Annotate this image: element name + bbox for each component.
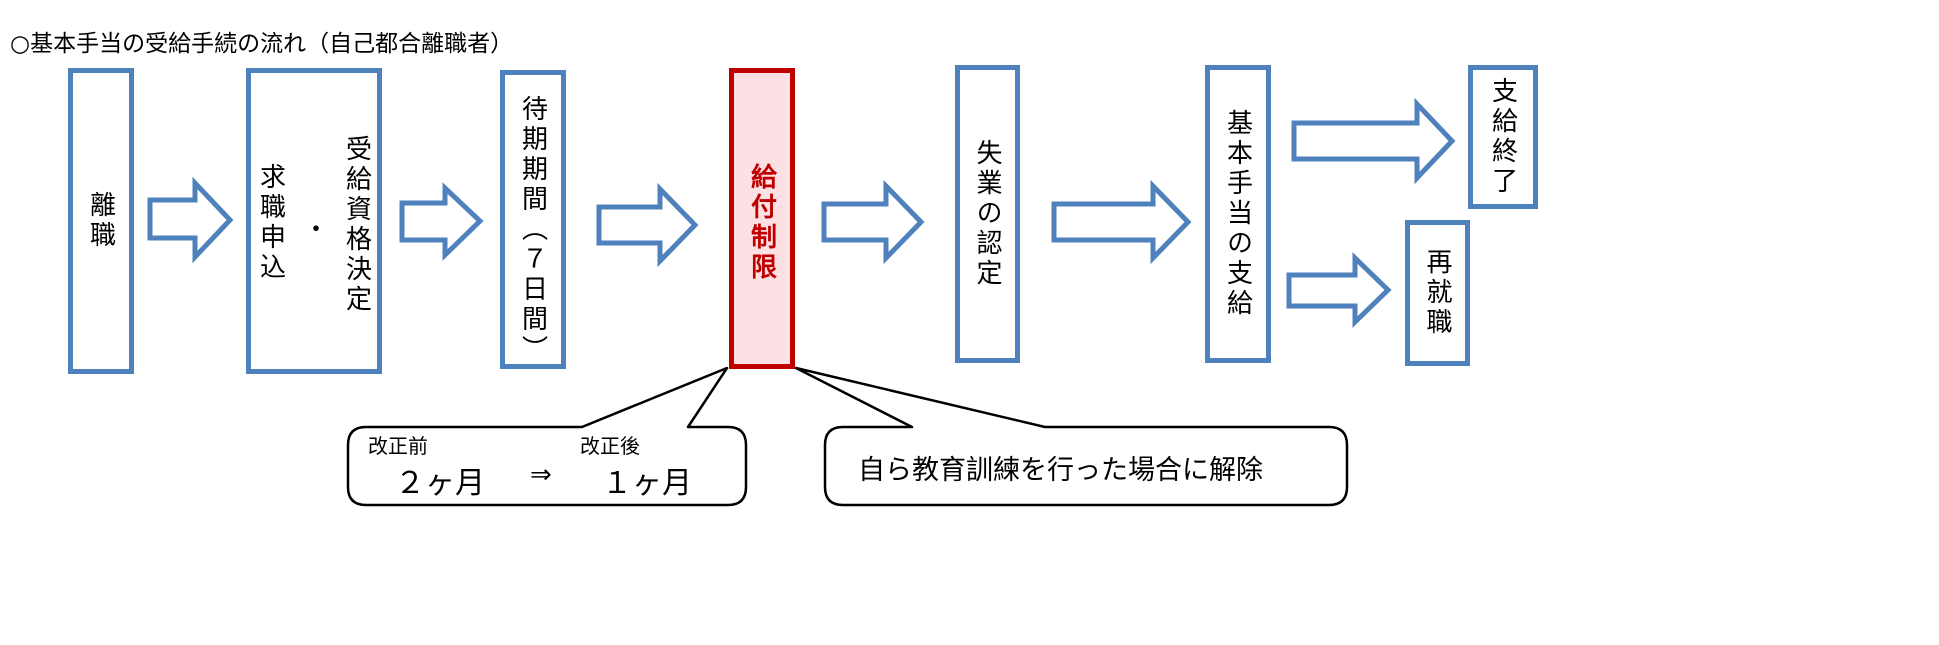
step-label: 支給終了 bbox=[1487, 77, 1518, 197]
diagram-title: ○基本手当の受給手続の流れ（自己都合離職者） bbox=[10, 31, 514, 57]
step-separator: ・ bbox=[298, 215, 329, 245]
callout-right-shape bbox=[794, 366, 1349, 507]
step-label: 再就職 bbox=[1422, 248, 1452, 338]
step-waiting-period: 待期期間（７日間） bbox=[500, 70, 566, 369]
step-label: 基本手当の支給 bbox=[1222, 109, 1253, 319]
after-label: 改正後 bbox=[580, 434, 640, 458]
step-label: 求職申込 bbox=[255, 163, 286, 283]
step-application: 受給資格決定 ・ 求職申込 bbox=[246, 68, 382, 374]
arrow-right-icon bbox=[1291, 97, 1456, 185]
step-label: 受給資格決定 bbox=[341, 135, 372, 315]
arrow-right-icon bbox=[596, 182, 699, 268]
step-label: 離職 bbox=[85, 191, 116, 251]
arrow-right-icon bbox=[1051, 179, 1192, 265]
change-arrow: ⇒ bbox=[530, 460, 552, 490]
arrow-right-icon bbox=[821, 179, 925, 265]
arrow-right-icon bbox=[1286, 252, 1392, 328]
step-reemployment: 再就職 bbox=[1405, 220, 1470, 366]
arrow-right-icon bbox=[147, 176, 234, 264]
arrow-right-icon bbox=[399, 182, 484, 261]
after-value: １ヶ月 bbox=[602, 466, 692, 501]
step-unemployment-certification: 失業の認定 bbox=[955, 65, 1020, 363]
before-label: 改正前 bbox=[368, 434, 428, 458]
step-label: 給付制限 bbox=[746, 163, 777, 283]
step-label: 失業の認定 bbox=[972, 139, 1002, 289]
step-rishoku: 離職 bbox=[68, 68, 134, 374]
step-label: 待期期間（７日間） bbox=[517, 95, 548, 365]
step-payment-end: 支給終了 bbox=[1468, 65, 1538, 209]
step-benefit-payment: 基本手当の支給 bbox=[1205, 65, 1271, 363]
callout-left-shape bbox=[346, 366, 748, 507]
step-benefit-restriction: 給付制限 bbox=[729, 68, 795, 369]
before-value: ２ヶ月 bbox=[395, 466, 485, 501]
release-condition-text: 自ら教育訓練を行った場合に解除 bbox=[858, 455, 1263, 486]
